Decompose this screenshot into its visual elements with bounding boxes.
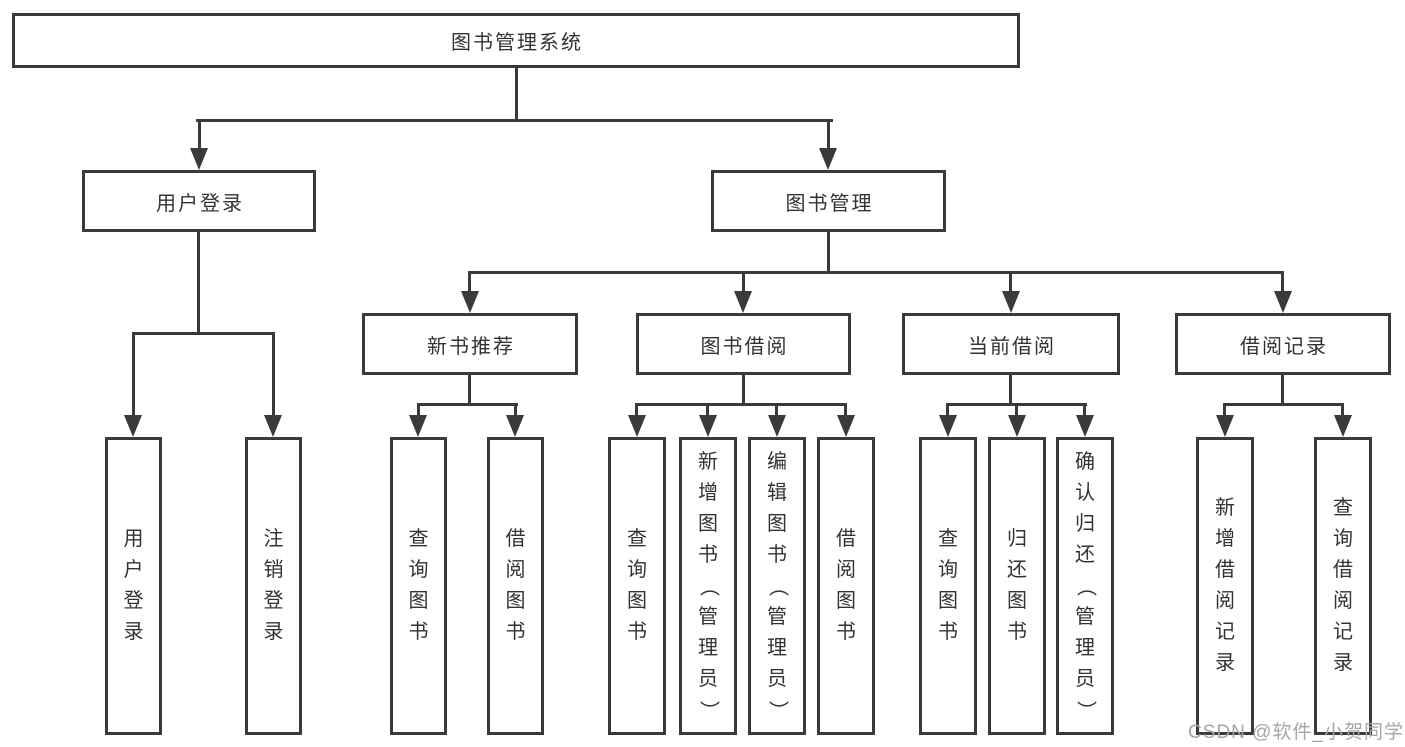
- node-label: 用户登录: [156, 192, 244, 215]
- arrowhead-down-icon: [506, 415, 524, 437]
- node-current-borrow: 当前借阅: [902, 313, 1120, 375]
- connector-line: [635, 403, 638, 417]
- leaf-current-confirm-return-admin: 确认归还（管理员）: [1056, 437, 1114, 735]
- connector-line: [775, 403, 778, 417]
- connector-line: [132, 332, 135, 418]
- node-label: 当前借阅: [968, 335, 1056, 358]
- connector-line: [468, 271, 1284, 274]
- node-label: 图书管理: [785, 192, 874, 215]
- node-label: 图书借阅: [700, 335, 789, 358]
- connector-line: [198, 119, 201, 151]
- arrowhead-down-icon: [768, 415, 786, 437]
- connector-line: [1281, 375, 1284, 405]
- node-book-management: 图书管理: [711, 170, 946, 232]
- arrowhead-down-icon: [461, 291, 479, 313]
- root-node-library-system: 图书管理系统: [12, 13, 1020, 68]
- leaf-borrow-borrow-books: 借阅图书: [817, 437, 875, 735]
- connector-line: [1281, 271, 1284, 293]
- arrowhead-down-icon: [1334, 415, 1352, 437]
- connector-line: [468, 271, 471, 293]
- connector-line: [197, 232, 200, 335]
- node-user-login: 用户登录: [82, 170, 316, 232]
- connector-line: [1083, 403, 1086, 417]
- connector-line: [196, 119, 833, 122]
- arrowhead-down-icon: [837, 415, 855, 437]
- connector-line: [272, 332, 275, 418]
- leaf-current-query-books: 查询图书: [919, 437, 977, 735]
- connector-line: [742, 375, 745, 405]
- connector-line: [1009, 271, 1012, 293]
- leaf-borrow-edit-books-admin: 编辑图书（管理员）: [748, 437, 806, 735]
- node-new-book-recommend: 新书推荐: [362, 313, 578, 375]
- arrowhead-down-icon: [1274, 291, 1292, 313]
- connector-line: [1015, 403, 1018, 417]
- connector-line: [1009, 375, 1012, 405]
- arrowhead-down-icon: [1076, 415, 1094, 437]
- leaf-records-query-record: 查询借阅记录: [1314, 437, 1372, 735]
- node-book-borrow: 图书借阅: [636, 313, 851, 375]
- connector-line: [1341, 403, 1344, 417]
- node-borrow-records: 借阅记录: [1175, 313, 1391, 375]
- arrowhead-down-icon: [124, 415, 142, 437]
- connector-line: [706, 403, 709, 417]
- connector-line: [417, 403, 518, 406]
- arrowhead-down-icon: [1008, 415, 1026, 437]
- connector-line: [742, 271, 745, 293]
- arrowhead-down-icon: [264, 415, 282, 437]
- arrowhead-down-icon: [939, 415, 957, 437]
- arrowhead-down-icon: [734, 291, 752, 313]
- connector-line: [1223, 403, 1226, 417]
- csdn-watermark: CSDN @软件_小贺同学: [1188, 722, 1404, 743]
- root-node-label: 图书管理系统: [451, 32, 583, 54]
- connector-line: [514, 403, 517, 417]
- connector-line: [635, 403, 847, 406]
- arrowhead-down-icon: [409, 415, 427, 437]
- leaf-recommend-borrow-books: 借阅图书: [487, 437, 544, 735]
- connector-line: [827, 232, 830, 274]
- arrowhead-down-icon: [628, 415, 646, 437]
- leaf-current-return-books: 归还图书: [988, 437, 1046, 735]
- connector-line: [827, 119, 830, 151]
- node-label: 新书推荐: [427, 335, 515, 358]
- leaf-borrow-query-books: 查询图书: [608, 437, 666, 735]
- arrowhead-down-icon: [1216, 415, 1234, 437]
- arrowhead-down-icon: [1002, 291, 1020, 313]
- connector-line: [946, 403, 949, 417]
- connector-line: [1223, 403, 1344, 406]
- arrowhead-down-icon: [699, 415, 717, 437]
- arrowhead-down-icon: [190, 148, 208, 170]
- node-label: 借阅记录: [1240, 335, 1328, 358]
- arrowhead-down-icon: [819, 148, 837, 170]
- connector-line: [468, 375, 471, 405]
- connector-line: [515, 68, 518, 121]
- connector-line: [132, 332, 275, 335]
- leaf-recommend-query-books: 查询图书: [390, 437, 447, 735]
- leaf-records-add-record: 新增借阅记录: [1196, 437, 1254, 735]
- leaf-borrow-add-books-admin: 新增图书（管理员）: [679, 437, 737, 735]
- connector-line: [844, 403, 847, 417]
- leaf-logout: 注销登录: [245, 437, 302, 735]
- connector-line: [417, 403, 420, 417]
- leaf-user-login: 用户登录: [105, 437, 162, 735]
